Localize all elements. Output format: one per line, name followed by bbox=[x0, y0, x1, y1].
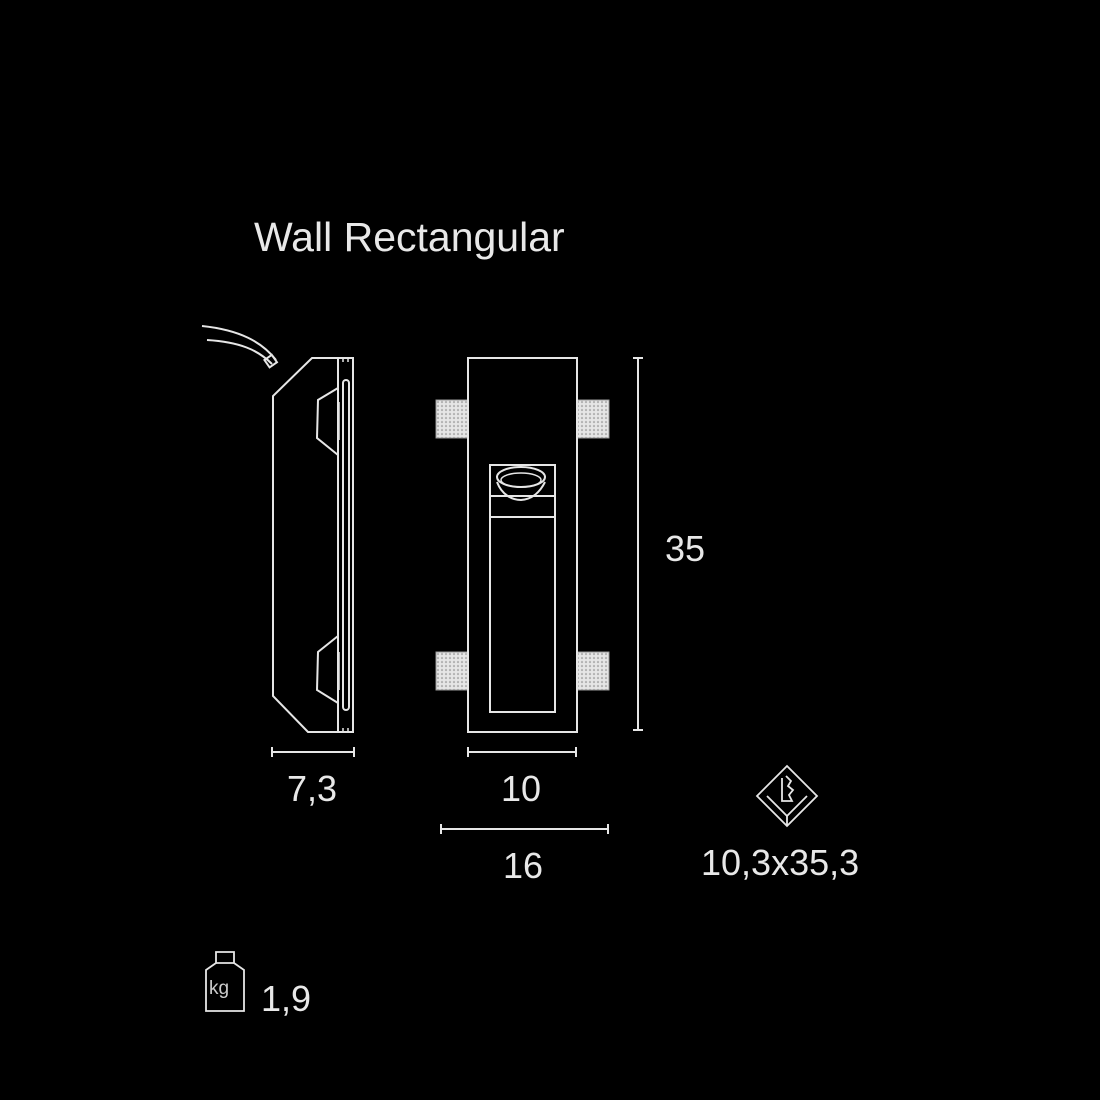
overall-width-dimension: 16 bbox=[503, 845, 544, 886]
weight-icon-label: kg bbox=[209, 978, 230, 999]
recess-cutout-icon bbox=[755, 764, 819, 828]
weight-value: 1,9 bbox=[261, 978, 312, 1019]
side-view bbox=[201, 325, 354, 733]
weight-kg-icon bbox=[205, 951, 245, 1012]
cutout-dimension: 10,3x35,3 bbox=[701, 842, 860, 883]
front-view bbox=[435, 357, 610, 733]
front-width-dimension: 10 bbox=[501, 768, 542, 809]
page-title: Wall Rectangular bbox=[254, 214, 565, 260]
depth-dimension: 7,3 bbox=[287, 768, 338, 809]
height-dimension: 35 bbox=[665, 528, 706, 569]
dimension-lines bbox=[271, 357, 643, 834]
